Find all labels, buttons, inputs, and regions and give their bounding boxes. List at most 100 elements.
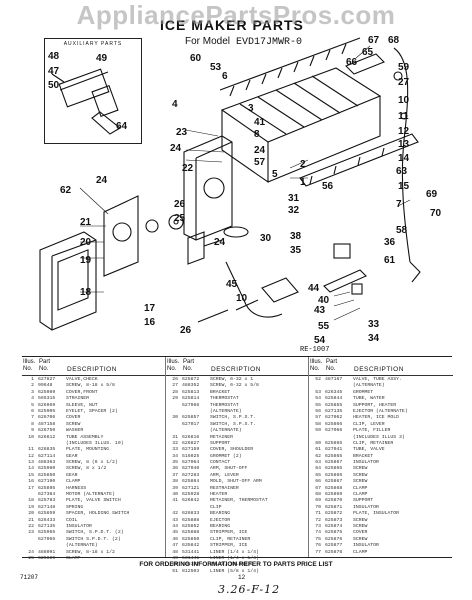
part-no-cell: 488352 [182,383,200,389]
description-cell: HARNESS [66,485,87,491]
description-cell: SCREW, 8-18 x 5/8 [66,383,115,389]
table-header: Illus. No. Part No. DESCRIPTION [22,359,165,376]
part-no-cell: 488327 [182,562,200,568]
callout: 43 [314,305,326,316]
part-no-cell: 627827 [38,377,56,382]
description-cell: BRACKET [353,453,374,459]
description-cell: THERMOSTAT [210,402,239,408]
description-cell: VALVE,CHECK [66,377,98,382]
part-no-cell: 625877 [325,543,343,549]
description-cell: CLIP, RETAINER [210,536,251,542]
part-no-cell: 99648 [38,383,53,389]
callout: 5 [272,169,278,180]
part-no-cell: 626842 [182,498,200,504]
part-no-cell: 625865 [325,440,343,446]
callout: 17 [144,303,156,314]
part-no-cell: 488091 [38,549,56,555]
part-no-cell: 625965 [38,530,56,536]
illus-no-cell: 25 [28,555,34,561]
description-cell: PLATE, MOUNTING [66,447,110,453]
description-cell: EYELET, SPACER (2) [66,408,118,414]
description-cell: THERMOSTAT [210,396,239,402]
table-row: (ALTERNATE) [309,383,453,389]
illus-no-cell: 10 [28,434,34,440]
description-cell: RETAINER, THERMOSTAT [210,498,268,504]
illus-no-cell: 64 [315,466,321,472]
part-no-cell: 625850 [182,536,200,542]
description-cell: BEARING [210,523,231,529]
callout: 53 [210,62,222,73]
part-no-cell: 625783 [38,498,56,504]
part-no-cell: 626835 [38,447,56,453]
part-no-cell: 627064 [182,460,200,466]
description-cell: INSULATOR [353,504,379,510]
callout: 40 [318,295,330,306]
part-no-cell: 627159 [182,447,200,453]
callout: 8 [254,129,260,140]
callout: 22 [182,163,194,174]
part-no-cell: 625844 [325,396,343,402]
model-label: For Model [185,36,231,47]
part-no-cell: 626433 [38,517,56,523]
callout: 64 [116,121,128,132]
callout: 6 [222,71,228,82]
illus-no-cell: 75 [315,536,321,542]
illus-no-cell: 3 [31,389,34,395]
part-no-cell: 625872 [325,511,343,517]
part-no-cell: 625867 [325,460,343,466]
illus-no-cell: 59 [315,428,321,434]
callout: 50 [48,80,60,91]
part-no-cell: 488363 [38,460,56,466]
description-cell: (ALTERNATE) [210,408,242,414]
header-description: DESCRIPTION [354,366,404,373]
motor-housing-drawing [183,135,233,241]
part-no-cell: 626750 [38,428,56,434]
part-no-cell: 626827 [182,440,200,446]
description-cell: CLAMP [353,492,368,498]
illus-no-cell: 37 [172,472,178,478]
part-no-cell: 627041 [325,447,343,453]
description-cell: CLIP, LEVER [353,421,385,427]
description-cell: ARM, SHUT-OFF [210,466,248,472]
description-cell: SWITCH S.P.D.T. (2) [66,536,121,542]
illus-no-cell: 49 [172,555,178,561]
description-cell: PLATE, INSULATOR [353,511,400,517]
illus-no-cell: 1 [31,377,34,382]
callout: 49 [96,53,108,64]
description-cell: RESTRAINER [210,485,239,491]
illus-no-cell: 35 [172,460,178,466]
illus-no-cell: 45 [172,530,178,536]
header-illus-no: Illus. No. [23,359,36,372]
thermostat-drawing [323,243,367,295]
callout: 36 [384,237,396,248]
part-no-cell: 626612 [38,434,56,440]
document-code: 71207 [20,574,39,581]
description-cell: SCREW [353,466,368,472]
illus-no-cell: 43 [172,517,178,523]
front-cover-drawing [39,231,97,331]
